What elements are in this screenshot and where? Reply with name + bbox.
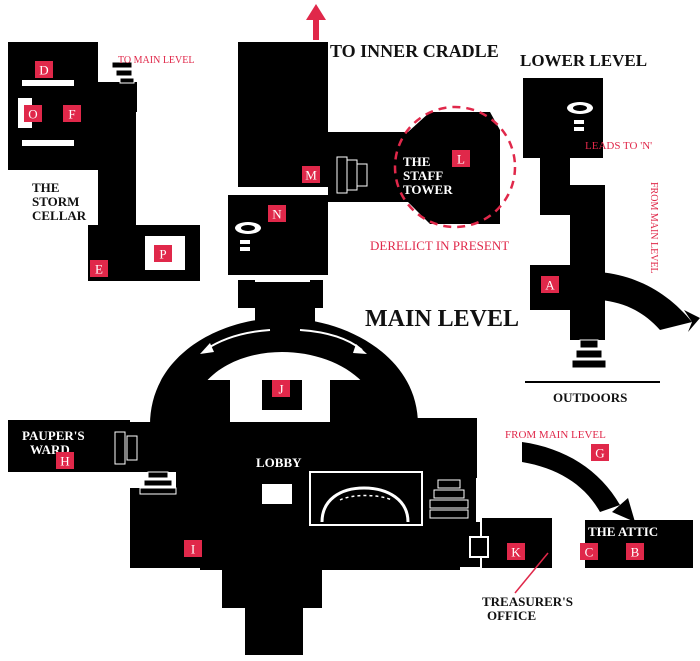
storm-cellar-line1: THE xyxy=(32,180,59,195)
lower-spiral-icon xyxy=(567,102,593,131)
svg-text:B: B xyxy=(631,545,640,560)
marker-P[interactable]: P xyxy=(154,245,172,262)
svg-text:F: F xyxy=(68,107,75,122)
marker-L[interactable]: L xyxy=(452,150,470,167)
arrow-up-icon xyxy=(306,4,326,40)
attic-title: THE ATTIC xyxy=(588,524,658,539)
svg-text:L: L xyxy=(457,152,465,167)
svg-text:O: O xyxy=(28,107,37,122)
storm-cellar-line3: CELLAR xyxy=(32,208,87,223)
attic-from-main: FROM MAIN LEVEL xyxy=(505,429,606,441)
lobby-stairs-icon xyxy=(429,479,469,519)
outdoors-stairs-icon xyxy=(571,339,607,369)
svg-text:D: D xyxy=(39,63,48,78)
marker-G[interactable]: G xyxy=(591,444,609,461)
direction-label: TO INNER CRADLE xyxy=(330,41,499,61)
svg-text:J: J xyxy=(278,382,283,397)
pauper-door-stairs-icon xyxy=(114,431,138,465)
svg-text:N: N xyxy=(272,207,282,222)
tower-stairs-icon xyxy=(336,156,368,194)
lower-level-rooms xyxy=(523,78,700,383)
ward-stairs-icon xyxy=(139,471,177,495)
marker-B[interactable]: B xyxy=(626,543,644,560)
marker-K[interactable]: K xyxy=(507,543,525,560)
spiral-stair-icon xyxy=(235,222,261,251)
marker-O[interactable]: O xyxy=(24,105,42,122)
from-main-vertical: FROM MAIN LEVEL xyxy=(648,182,659,274)
marker-H[interactable]: H xyxy=(56,452,74,469)
svg-text:H: H xyxy=(60,454,69,469)
svg-text:P: P xyxy=(159,247,166,262)
treasurer-line2: OFFICE xyxy=(487,608,536,623)
svg-text:A: A xyxy=(545,278,555,293)
leads-to-note: LEADS TO 'N' xyxy=(585,140,652,152)
pauper-line1: PAUPER'S xyxy=(22,428,85,443)
cellar-stairs-icon xyxy=(111,61,135,84)
marker-I[interactable]: I xyxy=(184,540,202,557)
treasurer-leader-line xyxy=(514,552,549,594)
marker-N[interactable]: N xyxy=(268,205,286,222)
staff-tower-line3: TOWER xyxy=(403,182,453,197)
treasurer-line1: TREASURER'S xyxy=(482,594,573,609)
main-level-rooms xyxy=(8,305,552,655)
marker-C[interactable]: C xyxy=(580,543,598,560)
central-tower-rooms xyxy=(228,42,376,308)
main-level-title: MAIN LEVEL xyxy=(365,306,519,332)
staff-tower-highlight xyxy=(393,105,517,229)
marker-A[interactable]: A xyxy=(541,276,559,293)
svg-text:K: K xyxy=(511,545,521,560)
svg-text:M: M xyxy=(305,168,317,183)
svg-text:C: C xyxy=(585,545,594,560)
marker-E[interactable]: E xyxy=(90,260,108,277)
lobby-label: LOBBY xyxy=(256,455,302,470)
svg-text:E: E xyxy=(95,262,103,277)
svg-text:I: I xyxy=(191,542,195,557)
staff-tower-room xyxy=(376,105,517,229)
staff-tower-line2: STAFF xyxy=(403,168,443,183)
marker-D[interactable]: D xyxy=(35,61,53,78)
marker-F[interactable]: F xyxy=(63,105,81,122)
storm-cellar-line2: STORM xyxy=(32,194,79,209)
svg-text:G: G xyxy=(595,446,604,461)
lower-level-title: LOWER LEVEL xyxy=(520,51,647,70)
marker-M[interactable]: M xyxy=(302,166,320,183)
derelict-note: DERELICT IN PRESENT xyxy=(370,238,509,253)
outdoors-label: OUTDOORS xyxy=(553,390,627,405)
marker-J[interactable]: J xyxy=(272,380,290,397)
cellar-note: TO MAIN LEVEL xyxy=(118,55,194,66)
staff-tower-line1: THE xyxy=(403,154,430,169)
